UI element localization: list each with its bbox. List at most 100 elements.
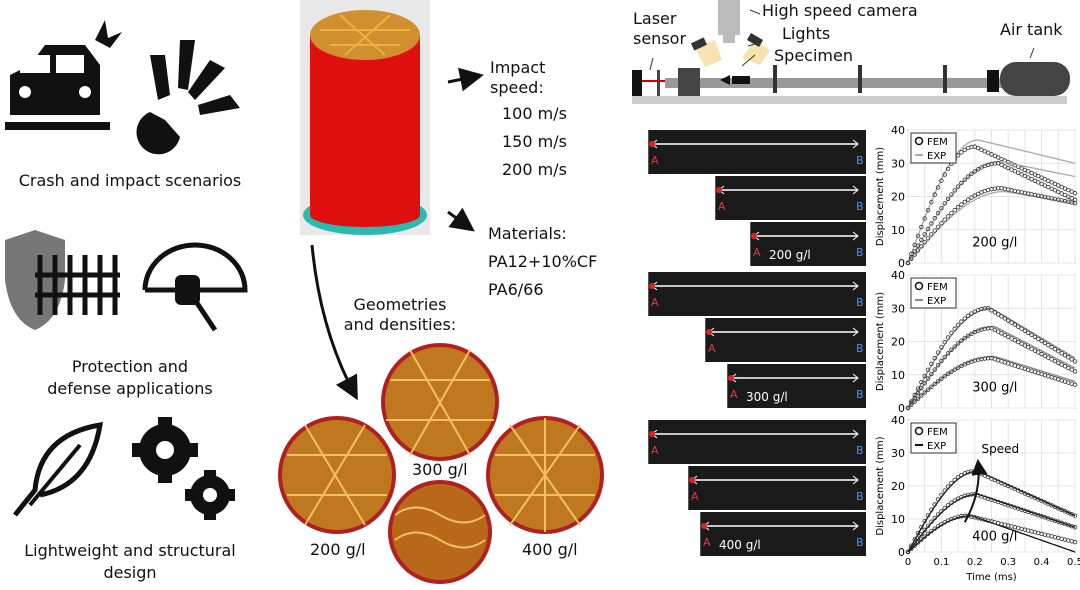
fem-point [922, 534, 927, 539]
fem-point [989, 326, 994, 331]
fem-point [909, 256, 914, 262]
fem-point [949, 210, 954, 216]
fem-point [1026, 175, 1031, 180]
fem-point [919, 385, 924, 391]
fem-point [1072, 190, 1078, 196]
fem-point [1022, 173, 1028, 179]
impact-title-1: Impact [490, 58, 546, 77]
fem-point [1059, 362, 1064, 367]
fem-point [945, 371, 951, 377]
x-axis-label: Time (ms) [965, 572, 1017, 583]
fem-point [1052, 346, 1058, 352]
fem-point [1072, 382, 1078, 387]
fem-point [1069, 196, 1074, 201]
fem-point [1036, 350, 1041, 355]
fem-point [995, 312, 1001, 317]
y-tick-label: 20 [891, 480, 905, 493]
fem-point [972, 169, 977, 174]
fem-point [952, 498, 957, 503]
fem-point [939, 205, 944, 211]
fem-point [1032, 334, 1038, 340]
fem-point [959, 202, 964, 207]
fem-point [962, 147, 967, 153]
fem-point [1002, 332, 1008, 338]
fem-point [942, 505, 947, 511]
camera-label: High speed camera [762, 1, 918, 20]
fem-point [1006, 165, 1011, 171]
fem-point [1032, 178, 1038, 183]
fem-point [929, 519, 934, 525]
fem-point [1019, 172, 1024, 177]
fem-point [965, 313, 971, 319]
legend-exp-label: EXP [927, 441, 946, 452]
exp-series-line [907, 160, 1076, 264]
fem-point [972, 193, 977, 198]
fem-point [962, 335, 967, 341]
fem-point [1049, 357, 1054, 362]
fem-point [909, 546, 914, 552]
fem-point [915, 248, 921, 253]
fem-point [1019, 341, 1024, 346]
fem-point [932, 192, 937, 197]
fem-point [955, 341, 961, 346]
x-tick-label: 0.1 [933, 557, 949, 568]
fem-point [952, 207, 957, 213]
legend-exp-label: EXP [927, 151, 946, 162]
fem-point [935, 524, 941, 529]
fem-point [942, 201, 947, 206]
y-tick-label: 10 [891, 513, 905, 526]
fem-point [1002, 164, 1008, 169]
fem-point [909, 402, 914, 408]
fem-point [912, 252, 917, 257]
exp-series-line [907, 515, 1076, 553]
fem-point [919, 237, 924, 243]
fem-point [1046, 355, 1051, 360]
fem-point [922, 216, 927, 221]
fem-point [1039, 338, 1044, 344]
fem-point [952, 326, 957, 332]
fem-point [969, 195, 974, 200]
fem-point [949, 369, 954, 374]
fem-point [1062, 364, 1068, 369]
fem-point [1069, 357, 1074, 362]
fem-point [905, 549, 911, 555]
y-tick-label: 10 [891, 369, 905, 382]
fem-point [962, 199, 967, 205]
point-b: B [856, 296, 864, 309]
fem-point [1012, 169, 1018, 174]
fem-point [945, 351, 951, 356]
fem-point [925, 531, 931, 537]
y-tick-label: 0 [898, 546, 905, 559]
fem-point [1069, 367, 1074, 372]
fem-point [932, 355, 937, 361]
protection-line1: Protection and [71, 357, 189, 376]
fem-point [992, 310, 998, 315]
x-tick-label: 0.4 [1034, 557, 1050, 568]
lightweight-line2: design [103, 563, 157, 582]
point-a: A [753, 246, 761, 259]
fem-point [942, 172, 947, 177]
fem-point [1049, 186, 1054, 191]
fem-point [1062, 192, 1068, 198]
density-400-label: 400 g/l [522, 540, 578, 559]
legend-fem-label: FEM [927, 137, 948, 148]
geom-2: and densities: [343, 315, 457, 334]
fem-point [922, 381, 927, 386]
fem-point [1042, 183, 1048, 188]
geom-1: Geometries [353, 295, 447, 314]
fem-point [925, 207, 931, 213]
point-b: B [856, 388, 864, 401]
fem-point [1042, 340, 1048, 346]
fem-point [985, 306, 991, 311]
fem-point [919, 393, 924, 398]
fem-point [925, 376, 931, 381]
fem-point [939, 220, 944, 226]
